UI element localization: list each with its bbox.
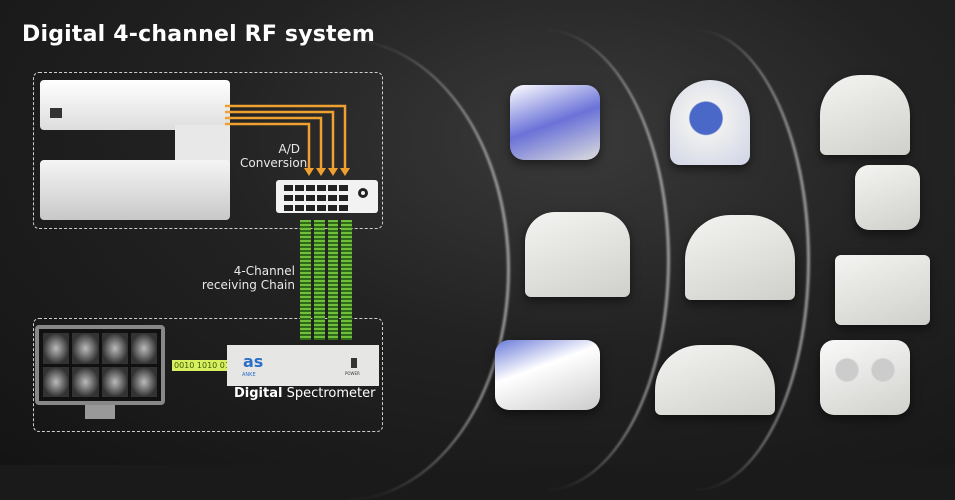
spectrometer: as ANKE POWER <box>227 345 379 386</box>
product-cervical-coil <box>685 215 795 300</box>
console-box <box>33 318 383 432</box>
product-head-coil <box>670 80 750 165</box>
spectrometer-label: Digital Spectrometer <box>234 386 376 401</box>
product-knee-coil <box>820 75 910 155</box>
product-shoulder-coil <box>525 212 630 297</box>
connector-icon: document.currentScript.parentElement.inn… <box>276 180 378 213</box>
monitor-stand <box>85 405 115 419</box>
product-small-extremity-coil <box>855 165 920 230</box>
mri-scanner <box>40 80 230 220</box>
ad-signal-lines <box>225 104 350 176</box>
monitor: document.currentScript.parentElement.inn… <box>35 325 165 405</box>
receiving-chain <box>300 220 352 340</box>
product-body-coil <box>655 345 775 415</box>
product-small-animal-coil <box>835 255 930 325</box>
product-foot-ankle-coil <box>495 340 600 410</box>
brand-label: ANKE <box>242 372 256 378</box>
power-switch <box>351 358 357 368</box>
acquisition-box <box>33 72 383 229</box>
separator-arc <box>580 30 810 490</box>
product-hand-wrist-coil <box>510 85 600 160</box>
product-breast-coil <box>820 340 910 415</box>
anke-logo: as <box>243 352 264 371</box>
power-label: POWER <box>345 371 360 376</box>
binary-data: 0010 1010 0110 <box>172 360 243 371</box>
